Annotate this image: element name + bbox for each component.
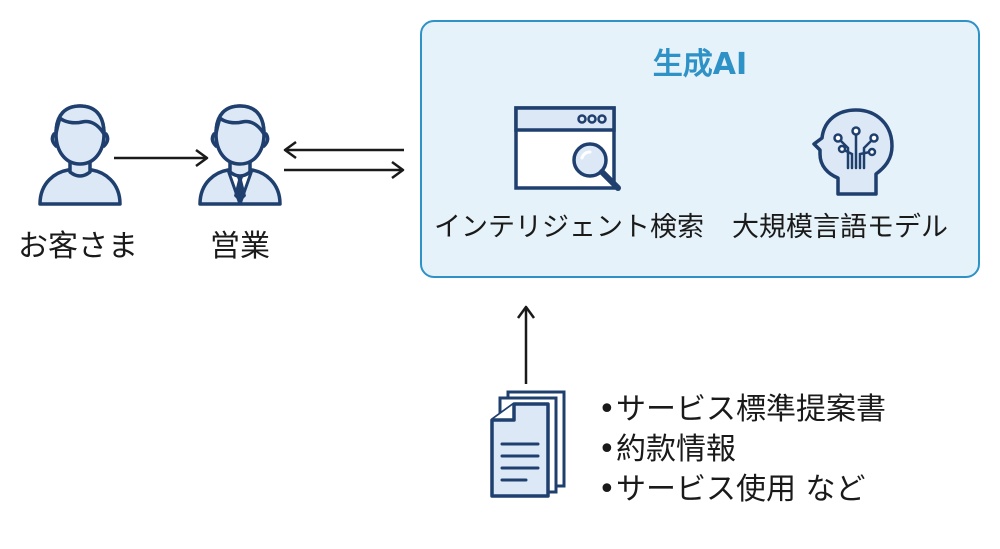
customer-label: お客さま bbox=[18, 229, 138, 264]
customer-to-sales-arrow bbox=[112, 146, 212, 170]
sales-label: 営業 bbox=[210, 229, 270, 264]
document-list-item: サービス使用 など bbox=[598, 470, 886, 510]
document-list-item: 約款情報 bbox=[598, 430, 886, 470]
intelligent-search-label: インテリジェント検索 bbox=[434, 212, 704, 243]
search-window-icon bbox=[512, 106, 624, 196]
ai-to-sales-arrow bbox=[280, 138, 408, 162]
generative-ai-title: 生成AI bbox=[652, 47, 748, 82]
document-list: サービス標準提案書 約款情報 サービス使用 など bbox=[598, 390, 886, 510]
llm-label: 大規模言語モデル bbox=[732, 212, 948, 243]
documents-to-ai-arrow bbox=[514, 302, 538, 386]
salesperson-icon bbox=[192, 100, 288, 210]
ai-brain-icon bbox=[808, 104, 900, 200]
document-stack-icon bbox=[478, 388, 574, 500]
sales-to-ai-arrow bbox=[280, 158, 408, 182]
document-list-item: サービス標準提案書 bbox=[598, 390, 886, 430]
customer-person-icon bbox=[32, 100, 128, 210]
